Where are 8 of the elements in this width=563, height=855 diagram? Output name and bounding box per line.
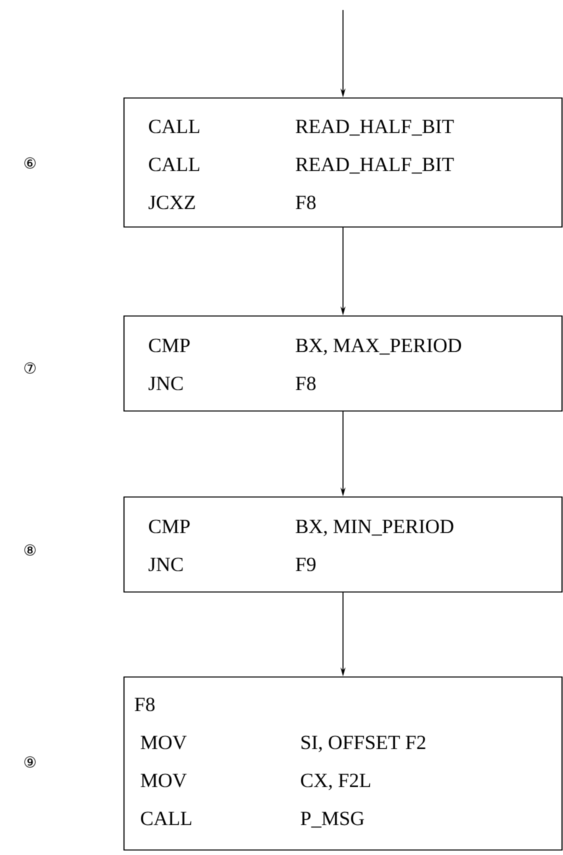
step-number: ⑨ — [24, 756, 36, 768]
step-number: ⑧ — [24, 544, 36, 556]
code-box: CMP BX, MIN_PERIOD JNC F9 — [123, 496, 563, 593]
step-number: ⑥ — [24, 157, 36, 169]
code-box: CMP BX, MAX_PERIOD JNC F8 — [123, 315, 563, 412]
step-number: ⑦ — [24, 362, 36, 374]
code-box: F8 MOV SI, OFFSET F2 MOV CX, F2L CALL P_MSG — [123, 676, 563, 851]
code-box: CALL READ_HALF_BIT CALL READ_HALF_BIT JCXZ F8 — [123, 97, 563, 228]
